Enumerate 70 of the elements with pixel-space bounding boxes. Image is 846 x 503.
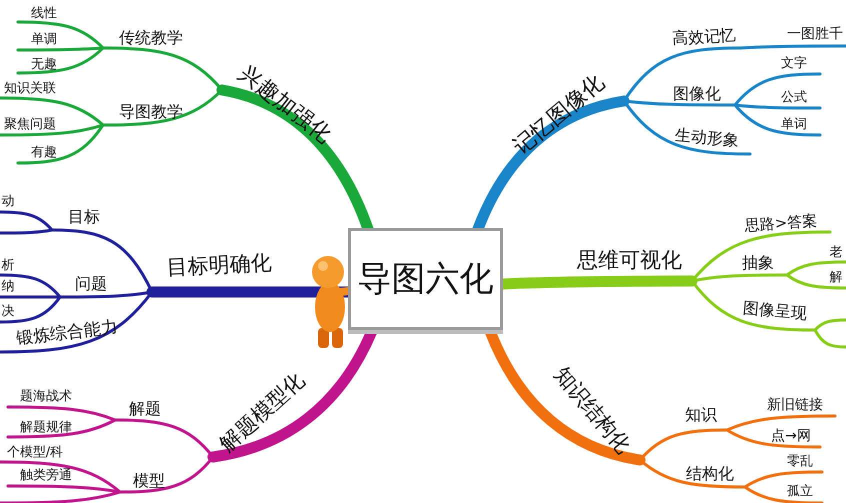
topic-label: 图像化 bbox=[668, 83, 726, 105]
branch-line bbox=[6, 406, 116, 422]
branch-line bbox=[0, 296, 62, 324]
branch-line bbox=[814, 318, 846, 332]
topic-label: 高效记忆 bbox=[663, 24, 745, 50]
branch-line bbox=[734, 104, 822, 136]
topic-label: 目标 bbox=[63, 206, 105, 228]
leaf-label: 个模型/科 bbox=[0, 443, 70, 461]
topic-label: 知识 bbox=[680, 404, 722, 426]
topic-label: 生动形象 bbox=[669, 124, 745, 152]
branch-line bbox=[16, 46, 104, 74]
branch-line bbox=[786, 274, 846, 290]
topic-label: 传统教学 bbox=[112, 27, 190, 49]
branch-line bbox=[744, 486, 824, 503]
branch-line bbox=[638, 428, 728, 462]
leaf-label: 解 bbox=[826, 268, 846, 286]
branch-line bbox=[0, 96, 104, 126]
leaf-label: 决 bbox=[0, 303, 16, 319]
leaf-label: 公式 bbox=[777, 88, 811, 106]
branch-line bbox=[0, 490, 122, 503]
leaf-label: 题海战术 bbox=[16, 387, 76, 405]
topic-label: 问题 bbox=[70, 273, 112, 295]
topic-label: 图像呈现 bbox=[737, 296, 813, 326]
branch-line bbox=[744, 470, 824, 488]
branch-line bbox=[786, 260, 846, 276]
leaf-label: 无趣 bbox=[25, 55, 63, 73]
branch-label: 知识结构化 bbox=[542, 353, 644, 467]
branch-label: 目标明确化 bbox=[162, 249, 276, 281]
branch-line bbox=[102, 46, 224, 92]
leaf-label: 点→网 bbox=[766, 427, 816, 445]
branch-line bbox=[0, 274, 62, 298]
topic-label: 导图教学 bbox=[112, 101, 190, 123]
topic-label: 思路>答案 bbox=[736, 208, 826, 238]
leaf-label: 零乱 bbox=[782, 452, 818, 470]
leaf-label: 新旧链接 bbox=[763, 396, 827, 414]
topic-label: 模型 bbox=[128, 470, 170, 492]
branch-line bbox=[738, 44, 846, 50]
branch-line bbox=[0, 228, 54, 234]
branch-line bbox=[6, 418, 116, 438]
branch-line bbox=[16, 20, 104, 50]
topic-label: 抽象 bbox=[737, 252, 779, 274]
leaf-label: 文字 bbox=[777, 54, 811, 72]
leaf-label: 有趣 bbox=[25, 143, 63, 161]
leaf-label: 解题规律 bbox=[16, 418, 76, 436]
branch-label: 思维可视化 bbox=[572, 247, 687, 273]
branch-line bbox=[0, 210, 54, 232]
leaf-label: 知识关联 bbox=[0, 79, 60, 97]
branch-line bbox=[726, 414, 836, 432]
leaf-label: 纳 bbox=[0, 278, 16, 294]
branch-label: 兴趣加强化 bbox=[226, 56, 342, 154]
branch-line bbox=[118, 456, 214, 494]
leaf-label: 动 bbox=[0, 193, 16, 209]
branch-label: 记忆图像化 bbox=[502, 64, 616, 166]
leaf-label: 析 bbox=[0, 257, 16, 273]
branch-line bbox=[16, 124, 104, 164]
topic-label: 解题 bbox=[124, 398, 166, 420]
branch-label: 解题模型化 bbox=[208, 361, 316, 463]
branch-line bbox=[734, 72, 822, 106]
leaf-label: 触类旁通 bbox=[16, 466, 76, 484]
branch-line bbox=[814, 328, 846, 348]
leaf-label: 孤立 bbox=[782, 482, 818, 500]
branch-line bbox=[0, 460, 122, 494]
leaf-label: 单调 bbox=[25, 30, 63, 48]
leaf-label: 单词 bbox=[777, 115, 811, 133]
leaf-label: 聚焦问题 bbox=[0, 115, 60, 133]
leaf-label: 老 bbox=[826, 243, 846, 261]
branch-line bbox=[726, 428, 822, 448]
topic-label: 结构化 bbox=[681, 463, 739, 485]
leaf-label: 线性 bbox=[25, 4, 63, 22]
leaf-label: 一图胜千 bbox=[784, 24, 846, 44]
